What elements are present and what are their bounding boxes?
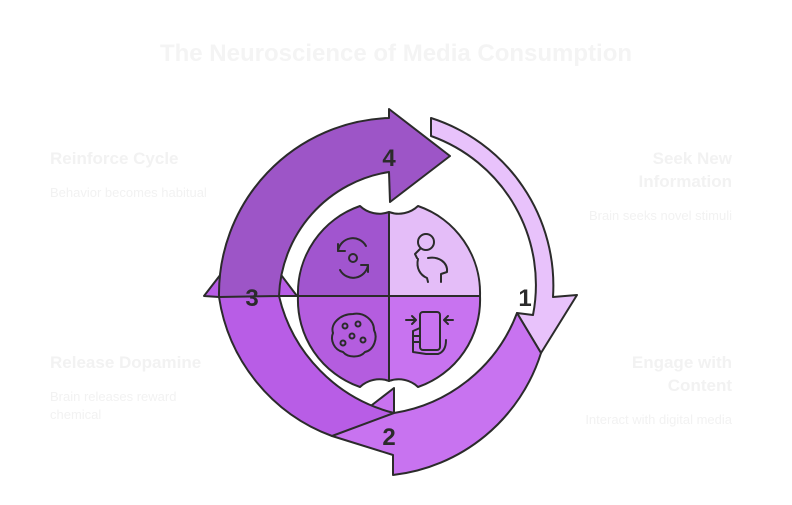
cycle-arrow-1 xyxy=(430,117,578,354)
step-2-number: 2 xyxy=(382,424,395,451)
step-4-title: Reinforce Cycle xyxy=(50,149,179,168)
step-1-description: Brain seeks novel stimuli xyxy=(588,208,732,223)
step-1-title: Seek New Information xyxy=(638,149,733,191)
quadrant-1 xyxy=(388,205,482,297)
step-3-text: Release Dopamine Brain releases reward c… xyxy=(50,351,210,424)
step-4-text: Reinforce Cycle Behavior becomes habitua… xyxy=(50,147,210,202)
molecule-cluster-icon xyxy=(331,312,377,358)
cycle-arrows-icon xyxy=(337,237,369,279)
step-2-title: Engage with Content xyxy=(631,353,732,395)
cycle-arrow-2 xyxy=(331,312,542,476)
step-3-number: 3 xyxy=(245,285,258,312)
step-4-number: 4 xyxy=(382,145,396,172)
quadrant-2 xyxy=(388,295,482,388)
phone-hand-icon xyxy=(405,311,454,355)
step-3-title: Release Dopamine xyxy=(50,353,202,372)
step-1-text: Seek New Information Brain seeks novel s… xyxy=(572,147,732,225)
step-4-description: Behavior becomes habitual xyxy=(50,185,207,200)
page-title: The Neuroscience of Media Consumption xyxy=(159,40,633,67)
head-person-icon xyxy=(414,233,449,283)
step-3-description: Brain releases reward chemical xyxy=(50,389,177,422)
step-1-number: 1 xyxy=(518,285,531,312)
step-2-description: Interact with digital media xyxy=(585,412,732,427)
step-2-text: Engage with Content Interact with digita… xyxy=(572,351,732,429)
cycle-arrow-4 xyxy=(217,108,451,298)
